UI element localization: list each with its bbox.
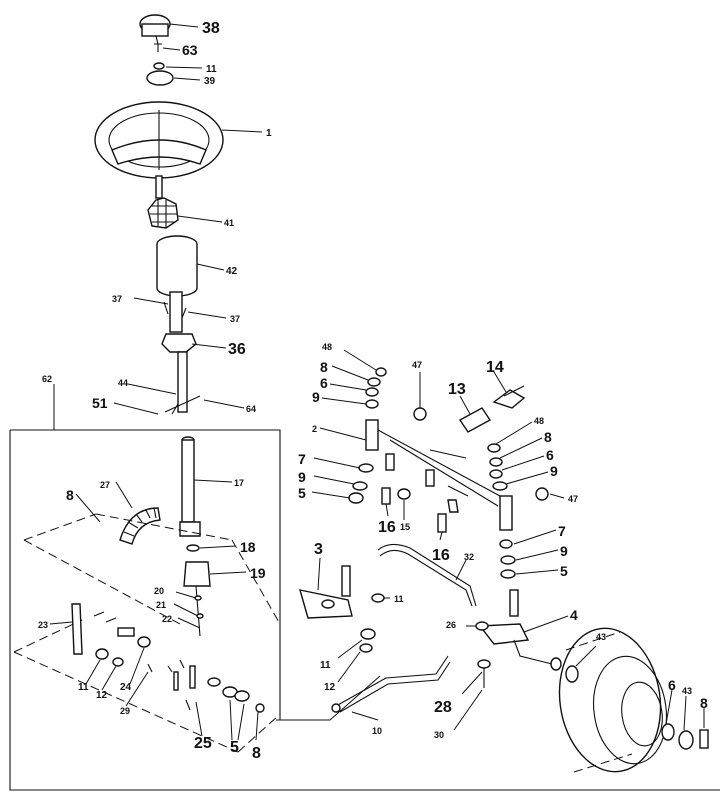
- label-8-left: 8: [320, 359, 328, 375]
- label-8-bottom: 8: [252, 745, 261, 762]
- sector-gear: [119, 507, 161, 545]
- label-43-wheel: 43: [682, 686, 692, 696]
- label-37-right: 37: [230, 314, 240, 324]
- label-32: 32: [464, 552, 474, 562]
- label-16-right: 16: [432, 547, 450, 564]
- label-47-right: 47: [568, 494, 578, 504]
- steering-shaft: [179, 436, 211, 637]
- wheel-hub-parts: [550, 657, 709, 750]
- label-48-left: 48: [322, 342, 332, 352]
- label-5-right: 5: [560, 563, 568, 579]
- label-1: 1: [266, 128, 272, 139]
- column-bushing: [156, 235, 198, 297]
- label-5-left: 5: [298, 485, 306, 501]
- right-spindle: [478, 443, 553, 665]
- steering-cap: [139, 14, 171, 52]
- tie-rod: [331, 655, 451, 713]
- label-24: 24: [120, 682, 132, 693]
- label-13: 13: [448, 381, 466, 398]
- label-29: 29: [120, 706, 130, 716]
- label-37-left: 37: [112, 294, 122, 304]
- label-12-lower: 12: [324, 682, 336, 693]
- label-3: 3: [314, 541, 323, 558]
- label-11: 11: [206, 64, 217, 75]
- label-36: 36: [228, 341, 246, 358]
- label-41: 41: [224, 218, 234, 228]
- front-wheel: [558, 627, 667, 773]
- label-39: 39: [204, 76, 216, 87]
- label-43-top: 43: [596, 632, 606, 642]
- label-30: 30: [434, 730, 444, 740]
- label-47-top: 47: [412, 360, 422, 370]
- label-9-left-top: 9: [312, 389, 320, 405]
- label-6-left: 6: [320, 375, 328, 391]
- gear-plate: [71, 603, 83, 655]
- label-8-wheel: 8: [700, 695, 708, 711]
- label-7-right: 7: [558, 523, 566, 539]
- label-42: 42: [226, 266, 238, 277]
- label-38: 38: [202, 20, 220, 37]
- label-48-right: 48: [534, 416, 544, 426]
- part-labels: 38 63 11 39 1 41 42 37 37 36 62 44 51 64…: [38, 20, 708, 762]
- label-9-right-top: 9: [550, 463, 558, 479]
- label-10: 10: [372, 726, 382, 736]
- label-11-inner: 11: [78, 682, 89, 693]
- label-19: 19: [250, 565, 266, 581]
- label-14: 14: [486, 359, 504, 376]
- label-22: 22: [162, 614, 172, 624]
- label-62: 62: [42, 374, 52, 384]
- pivot-bolts: [93, 611, 265, 713]
- steering-column-upper: [161, 291, 201, 415]
- label-6-right: 6: [546, 447, 554, 463]
- label-12-inner: 12: [96, 690, 108, 701]
- label-11-lower: 11: [320, 660, 331, 671]
- axle-beam: [377, 385, 526, 533]
- label-9-right-bottom: 9: [560, 543, 568, 559]
- label-18: 18: [240, 539, 256, 555]
- label-17: 17: [234, 478, 244, 488]
- label-8-right: 8: [544, 429, 552, 445]
- label-2: 2: [312, 424, 317, 434]
- drag-link: [359, 543, 491, 688]
- label-27: 27: [100, 480, 110, 490]
- label-26: 26: [446, 620, 456, 630]
- leader-lines: [49, 23, 705, 741]
- label-21: 21: [156, 600, 166, 610]
- label-8-inner: 8: [66, 487, 74, 503]
- steering-wheel: [94, 101, 224, 179]
- label-20: 20: [154, 586, 164, 596]
- steering-gear: [147, 175, 179, 229]
- label-6-wheel: 6: [668, 677, 676, 693]
- label-25: 25: [194, 735, 212, 752]
- label-11-mid: 11: [394, 594, 404, 604]
- steering-nut-washer: [146, 62, 174, 86]
- label-9-left-bottom: 9: [298, 469, 306, 485]
- label-5-inner: 5: [230, 739, 239, 756]
- label-7-left: 7: [298, 451, 306, 467]
- label-23: 23: [38, 620, 48, 630]
- label-15: 15: [400, 522, 410, 532]
- label-64: 64: [246, 404, 256, 414]
- left-spindle: [299, 367, 387, 619]
- label-51: 51: [92, 395, 108, 411]
- label-44: 44: [118, 378, 128, 388]
- label-28: 28: [434, 699, 452, 716]
- label-16-left: 16: [378, 519, 396, 536]
- label-4: 4: [570, 607, 578, 623]
- label-63: 63: [182, 42, 198, 58]
